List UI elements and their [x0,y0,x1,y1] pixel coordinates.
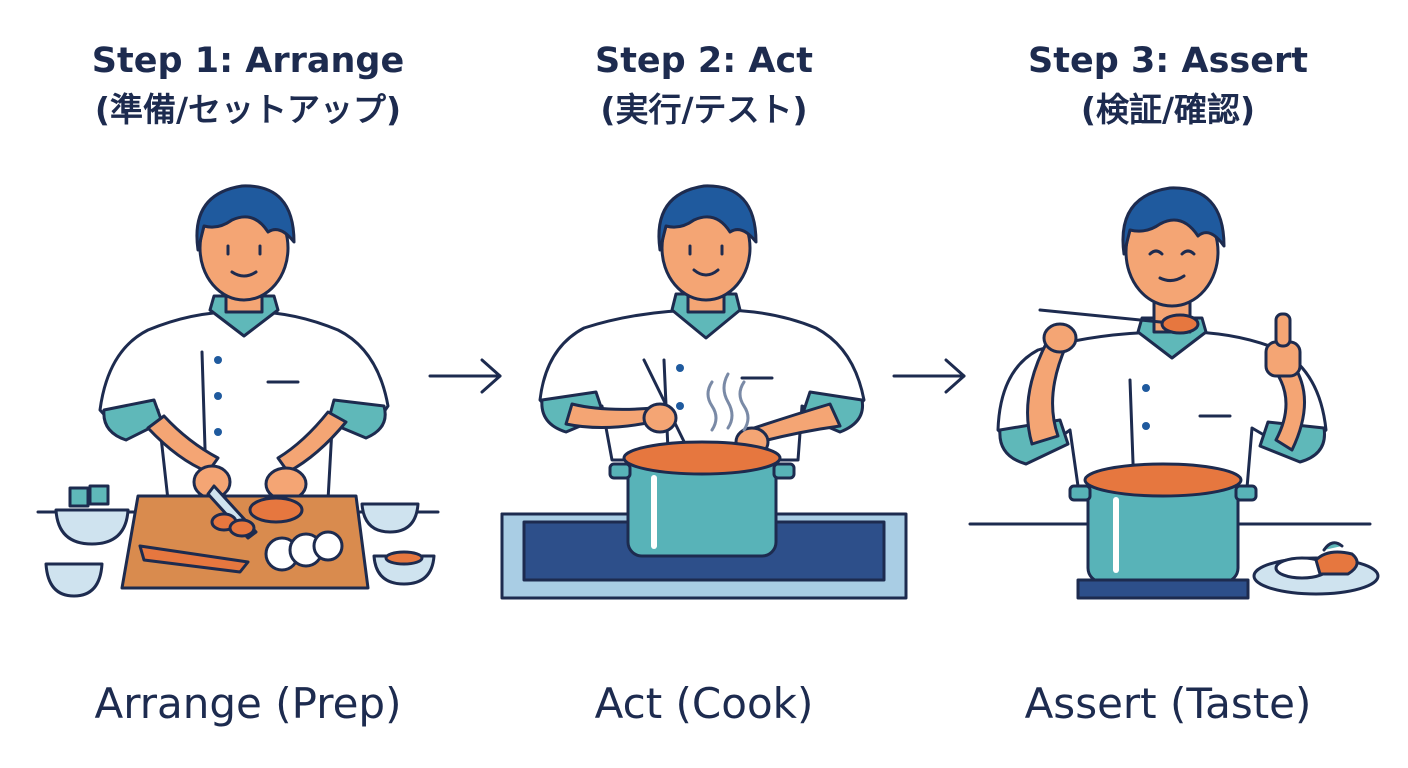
step-title: Step 1: Arrange [91,41,405,81]
step-subtitle: (準備/セットアップ) [94,90,402,129]
step-caption: Assert (Taste) [1024,679,1312,728]
step-subtitle: (実行/テスト) [600,90,808,129]
step-title: Step 3: Assert [1028,41,1308,81]
step-panel-act: Step 2: Act (実行/テスト) [484,0,924,768]
arrow-right-icon [428,358,502,394]
chef-cook-illustration [500,184,908,600]
step-subtitle: (検証/確認) [1080,90,1256,129]
chef-prep-illustration [36,184,440,598]
step-caption: Arrange (Prep) [94,679,402,728]
chef-taste-illustration [968,186,1380,600]
step-panel-assert: Step 3: Assert (検証/確認) [948,0,1388,768]
step-panel-arrange: Step 1: Arrange (準備/セットアップ) [28,0,468,768]
arrow-right-icon [892,358,966,394]
step-caption: Act (Cook) [594,679,814,728]
step-title: Step 2: Act [594,41,813,81]
